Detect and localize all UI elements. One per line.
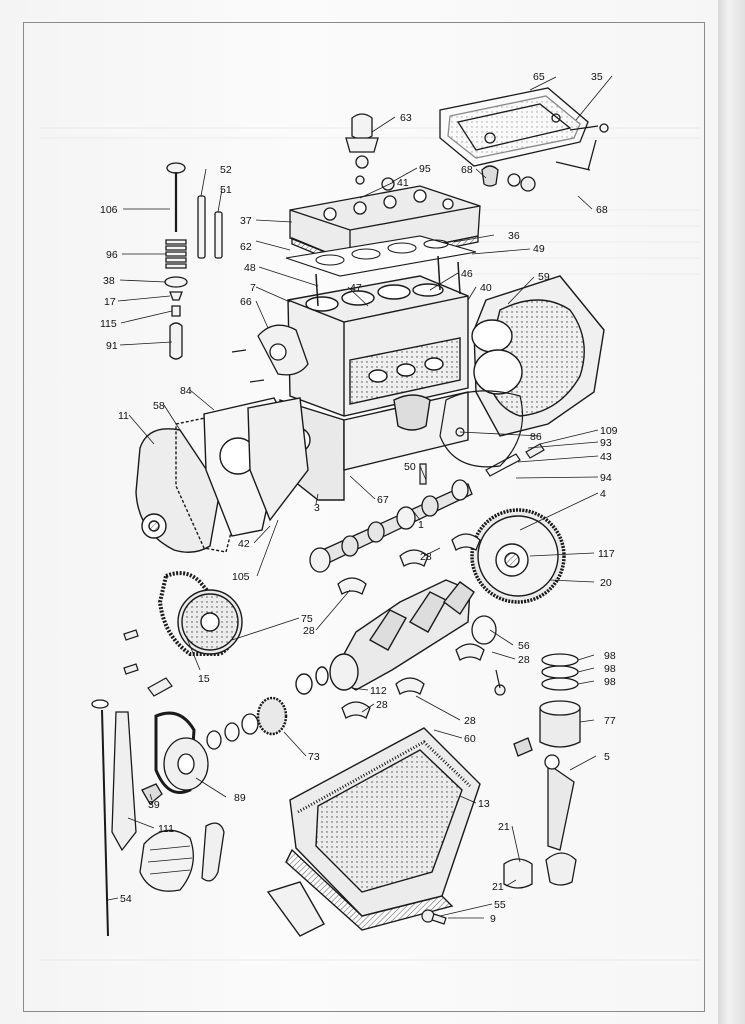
valve-train [164, 162, 223, 360]
callout-62: 62 [240, 241, 252, 253]
callout-67: 67 [377, 494, 389, 506]
part-callouts: 65 35 63 95 52 68 41 51 68 106 37 36 62 … [100, 71, 618, 925]
timing-chain-sprocket [157, 571, 243, 656]
callout-115: 115 [100, 318, 117, 330]
leader-lines [107, 75, 613, 919]
dipstick-and-oil-filter [91, 699, 225, 937]
bellhousing [471, 275, 605, 437]
rocker-cover [439, 87, 609, 192]
callout-117: 117 [598, 548, 615, 560]
callout-9: 9 [490, 913, 496, 925]
callout-28c: 28 [518, 654, 530, 666]
callout-28d: 28 [376, 699, 388, 711]
callout-48: 48 [244, 262, 256, 274]
callout-66: 66 [240, 296, 252, 308]
callout-5: 5 [604, 751, 610, 763]
callout-77: 77 [604, 715, 616, 727]
callout-91: 91 [106, 340, 118, 352]
callout-56: 56 [518, 640, 530, 652]
callout-54: 54 [120, 893, 132, 905]
callout-21b: 21 [492, 881, 504, 893]
callout-3: 3 [314, 502, 320, 514]
callout-106: 106 [100, 204, 118, 216]
callout-17: 17 [104, 296, 116, 308]
callout-55: 55 [494, 899, 506, 911]
page-frame [23, 22, 705, 1012]
crankshaft [295, 579, 475, 695]
callout-4: 4 [600, 488, 606, 500]
callout-63: 63 [400, 112, 412, 124]
oil-sump [266, 727, 481, 937]
callout-94: 94 [600, 472, 612, 484]
callout-112: 112 [370, 685, 387, 697]
callout-105: 105 [232, 571, 250, 583]
callout-43: 43 [600, 451, 612, 463]
callout-50: 50 [404, 461, 416, 473]
callout-98c: 98 [604, 676, 616, 688]
callout-41: 41 [397, 177, 409, 189]
callout-39: 39 [148, 799, 160, 811]
callout-96: 96 [106, 249, 118, 261]
callout-73: 73 [308, 751, 320, 763]
callout-95: 95 [419, 163, 431, 175]
show-through-bleed [40, 127, 700, 961]
callout-13: 13 [478, 798, 490, 810]
callout-46: 46 [461, 268, 473, 280]
callout-59: 59 [538, 271, 550, 283]
callout-98a: 98 [604, 650, 616, 662]
page-binding-shadow [718, 0, 745, 1024]
callout-51: 51 [220, 184, 232, 196]
bearing-shells [337, 533, 497, 719]
camshaft [309, 479, 473, 573]
callout-38: 38 [103, 275, 115, 287]
water-pump-housing [257, 324, 309, 376]
callout-109: 109 [600, 425, 618, 437]
timing-cover [135, 397, 309, 553]
head-gasket [285, 235, 477, 277]
callout-21a: 21 [498, 821, 510, 833]
callout-28a: 28 [420, 551, 432, 563]
fasteners [123, 349, 545, 925]
callout-40: 40 [480, 282, 492, 294]
callout-111: 111 [158, 823, 174, 835]
callout-15: 15 [198, 673, 210, 685]
callout-60: 60 [464, 733, 476, 745]
callout-1: 1 [418, 519, 424, 531]
callout-28b: 28 [303, 625, 315, 637]
callout-58: 58 [153, 400, 165, 412]
callout-7: 7 [250, 282, 256, 294]
callout-84: 84 [180, 385, 192, 397]
piston-assembly [503, 653, 581, 889]
callout-86: 86 [530, 431, 542, 443]
callout-68: 68 [461, 164, 473, 176]
callout-37: 37 [240, 215, 252, 227]
thermostat-housing [345, 113, 395, 191]
callout-93: 93 [600, 437, 612, 449]
callout-47: 47 [350, 282, 362, 294]
callout-36: 36 [508, 230, 520, 242]
callout-89: 89 [234, 792, 246, 804]
callout-98b: 98 [604, 663, 616, 675]
callout-49: 49 [533, 243, 545, 255]
callout-75: 75 [301, 613, 313, 625]
callout-28e: 28 [464, 715, 476, 727]
callout-20: 20 [600, 577, 612, 589]
flywheel [470, 508, 566, 604]
callout-65: 65 [533, 71, 545, 83]
callout-11: 11 [118, 410, 129, 422]
callout-68b: 68 [596, 204, 608, 216]
crank-pulley-gear [154, 696, 288, 794]
callout-35: 35 [591, 71, 603, 83]
callout-42: 42 [238, 538, 250, 550]
callout-52: 52 [220, 164, 232, 176]
